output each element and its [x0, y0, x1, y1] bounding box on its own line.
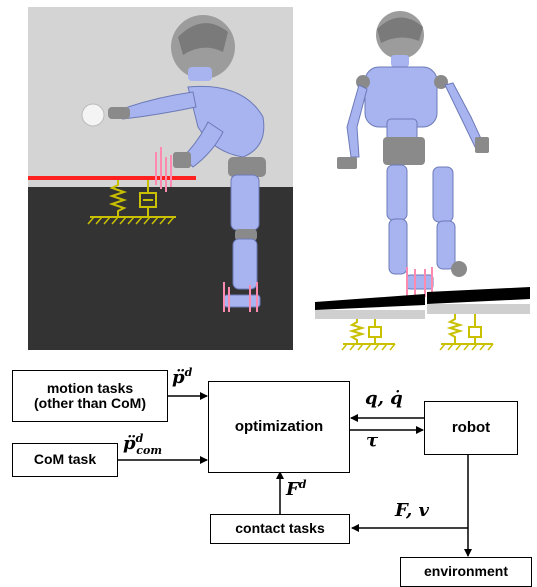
label-F-d: Fd [286, 478, 307, 500]
contact-tasks-box: contact tasks [210, 514, 350, 544]
motion-tasks-box: motion tasks (other than CoM) [12, 370, 168, 422]
motion-tasks-line1: motion tasks [46, 379, 134, 396]
humanoid-robot-standing-on-plates-icon [315, 11, 530, 351]
robot-box: robot [424, 401, 518, 455]
left-simulation-scene [28, 7, 293, 350]
label-p-ddot-com: p̈dcom [123, 432, 162, 457]
contact-tasks-label: contact tasks [235, 520, 325, 537]
robot-label: robot [451, 418, 491, 436]
label-tau: τ [366, 430, 379, 451]
com-task-label: CoM task [33, 451, 97, 468]
com-task-box: CoM task [12, 443, 118, 477]
right-simulation-scene [315, 7, 530, 353]
optimization-label: optimization [234, 417, 324, 435]
label-F-v: F, v [395, 500, 429, 521]
label-q-qdot: q, q̇ [365, 388, 403, 409]
label-p-ddot-d: p̈d [172, 366, 193, 388]
environment-label: environment [423, 563, 508, 580]
environment-box: environment [400, 557, 532, 587]
optimization-box: optimization [208, 381, 350, 473]
humanoid-robot-reaching-ball-icon [28, 15, 293, 350]
motion-tasks-line2: (other than CoM) [34, 395, 146, 411]
